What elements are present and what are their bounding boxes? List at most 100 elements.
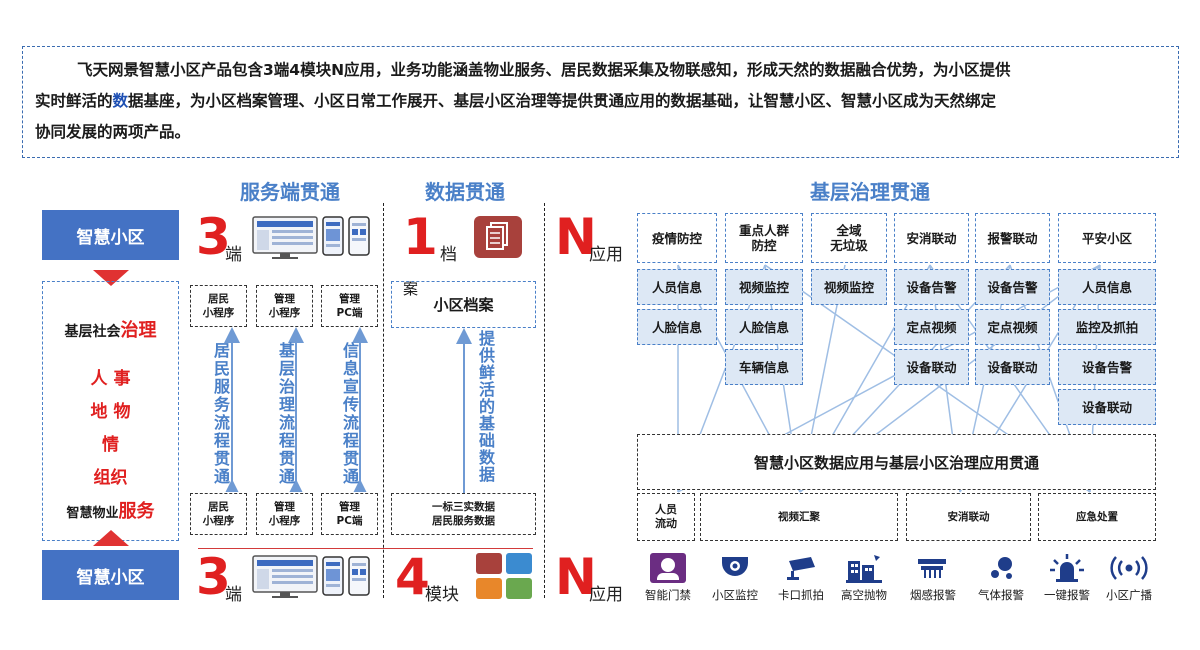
flow-info-publicity: 信息宣传流程贯通 bbox=[340, 342, 359, 486]
section-title-data: 数据贯通 bbox=[425, 180, 505, 204]
high-altitude-icon bbox=[846, 555, 882, 583]
label-bayonet-camera: 卡口抓拍 bbox=[778, 588, 824, 602]
camera-dome-icon bbox=[722, 557, 748, 576]
three-terminals-number-bottom: 3 bbox=[196, 548, 231, 606]
gas-alarm-icon bbox=[991, 557, 1012, 579]
bottom-red-line bbox=[198, 548, 533, 549]
n-apps-label: 应用 bbox=[589, 245, 623, 265]
n-apps-number-bottom: N bbox=[555, 548, 597, 606]
tile-video-monitor-2: 视频监控 bbox=[725, 269, 803, 305]
tile-face-info-1: 人脸信息 bbox=[637, 309, 717, 345]
divider-2 bbox=[544, 203, 545, 598]
intro-line-1: 飞天网景智慧小区产品包含3端4模块N应用，业务功能涵盖物业服务、居民数据采集及物… bbox=[77, 61, 1011, 79]
tile-fixed-video-4: 定点视频 bbox=[894, 309, 969, 345]
one-archive-label: 档 bbox=[440, 245, 457, 265]
bayonet-camera-icon bbox=[787, 557, 815, 580]
app-fire-linkage: 安消联动 bbox=[894, 213, 969, 263]
tile-device-alarm-4: 设备告警 bbox=[894, 269, 969, 305]
module-eye-icon bbox=[476, 578, 502, 599]
intro-line-3: 协同发展的两项产品。 bbox=[35, 123, 191, 141]
app-alarm-linkage: 报警联动 bbox=[975, 213, 1050, 263]
label-smart-gate: 智能门禁 bbox=[645, 588, 691, 602]
label-high-altitude: 高空抛物 bbox=[841, 588, 887, 602]
governance-item-4: 组织 bbox=[93, 468, 128, 488]
module-book-icon bbox=[506, 578, 532, 599]
three-terminals-label-bottom: 端 bbox=[225, 585, 242, 605]
governance-title: 基层社会治理 bbox=[64, 320, 157, 341]
phone-icon bbox=[322, 216, 344, 256]
tile-device-linkage-6: 设备联动 bbox=[1058, 389, 1156, 425]
tile-vehicle-info-2: 车辆信息 bbox=[725, 349, 803, 385]
monitor-icon-bottom bbox=[252, 555, 318, 598]
archive-box bbox=[391, 281, 536, 328]
governance-item-2: 地 物 bbox=[90, 402, 131, 422]
tile-person-info-1: 人员信息 bbox=[637, 269, 717, 305]
app-epidemic-prevention: 疫情防控 bbox=[637, 213, 717, 263]
tile-device-alarm-5: 设备告警 bbox=[975, 269, 1050, 305]
service-flow-arrows bbox=[224, 327, 368, 492]
module-twitter-icon bbox=[506, 553, 532, 574]
device-icons-row: 智能门禁 小区监控 卡口抓拍 高空抛物 烟感报警 气体报警 bbox=[632, 553, 1172, 605]
smart-community-bottom: 智慧小区 bbox=[42, 550, 179, 600]
platform-bar: 智慧小区数据应用与基层小区治理应用贯通 bbox=[637, 434, 1156, 490]
base-personnel-flow-l1: 人员 bbox=[655, 503, 677, 516]
intro-panel: 飞天网景智慧小区产品包含3端4模块N应用，业务功能涵盖物业服务、居民数据采集及物… bbox=[22, 46, 1179, 158]
archive-title: 小区档案 bbox=[433, 296, 494, 314]
archive-icon bbox=[474, 216, 522, 258]
four-modules-number: 4 bbox=[395, 548, 430, 606]
phone-icon-bottom-2 bbox=[348, 556, 370, 596]
module-icons bbox=[476, 553, 532, 599]
label-alarm-light: 一键报警 bbox=[1044, 588, 1090, 602]
archive-prefix: 案 bbox=[403, 280, 419, 298]
data-flow-arrow bbox=[456, 328, 472, 493]
monitor-icon bbox=[252, 216, 318, 259]
four-modules-label: 模块 bbox=[425, 585, 459, 605]
smart-gate-figure bbox=[661, 558, 675, 572]
smart-gate-base bbox=[657, 573, 679, 580]
base-emergency: 应急处置 bbox=[1038, 493, 1156, 541]
tile-fixed-video-5: 定点视频 bbox=[975, 309, 1050, 345]
manager-miniapp-bottom: 管理小程序 bbox=[256, 493, 313, 535]
phone-icon-2 bbox=[348, 216, 370, 256]
section-title-grassroots: 基层治理贯通 bbox=[810, 180, 930, 204]
data-flow-label: 提供鲜活的基础数据 bbox=[476, 330, 495, 483]
tile-device-alarm-6: 设备告警 bbox=[1058, 349, 1156, 385]
tile-video-monitor-3: 视频监控 bbox=[811, 269, 887, 305]
down-arrow-icon bbox=[93, 270, 129, 286]
app-safe-community: 平安小区 bbox=[1058, 213, 1156, 263]
phone-icon-bottom bbox=[322, 556, 344, 596]
tile-monitor-capture-6: 监控及抓拍 bbox=[1058, 309, 1156, 345]
flow-resident-service: 居民服务流程贯通 bbox=[211, 342, 230, 486]
up-arrow-icon bbox=[93, 530, 129, 546]
governance-item-1: 人 事 bbox=[90, 369, 131, 389]
three-terminals-label: 端 bbox=[225, 245, 242, 265]
intro-line-2: 实时鲜活的数据基座，为小区档案管理、小区日常工作展开、基层小区治理等提供贯通应用… bbox=[35, 92, 997, 110]
n-apps-label-bottom: 应用 bbox=[589, 585, 623, 605]
base-personnel-flow: 人员流动 bbox=[637, 493, 695, 541]
app-no-garbage-l1: 全域 bbox=[836, 223, 862, 238]
governance-item-3: 情 bbox=[102, 435, 119, 455]
app-no-garbage: 全域无垃圾 bbox=[811, 213, 887, 263]
divider-1 bbox=[383, 203, 384, 598]
n-apps-number: N bbox=[555, 208, 597, 266]
app-key-population-l1: 重点人群 bbox=[738, 223, 789, 238]
property-service-title: 智慧物业服务 bbox=[66, 501, 155, 522]
app-no-garbage-l2: 无垃圾 bbox=[830, 238, 868, 253]
smoke-alarm-icon bbox=[918, 559, 946, 578]
module-archive-icon bbox=[476, 553, 502, 574]
base-fire-linkage: 安消联动 bbox=[906, 493, 1031, 541]
base-video-aggregation: 视频汇聚 bbox=[700, 493, 898, 541]
label-camera-dome: 小区监控 bbox=[712, 588, 758, 602]
tile-device-linkage-4: 设备联动 bbox=[894, 349, 969, 385]
one-archive-number: 1 bbox=[403, 208, 438, 266]
manager-miniapp-top: 管理小程序 bbox=[256, 285, 313, 327]
label-smoke-alarm: 烟感报警 bbox=[910, 588, 956, 602]
tile-face-info-2: 人脸信息 bbox=[725, 309, 803, 345]
broadcast-icon bbox=[1110, 556, 1148, 580]
alarm-light-icon bbox=[1050, 554, 1084, 582]
smart-community-top: 智慧小区 bbox=[42, 210, 179, 260]
app-key-population-l2: 防控 bbox=[751, 238, 777, 253]
resident-miniapp-bottom: 居民小程序 bbox=[190, 493, 247, 535]
section-title-service: 服务端贯通 bbox=[240, 180, 340, 204]
